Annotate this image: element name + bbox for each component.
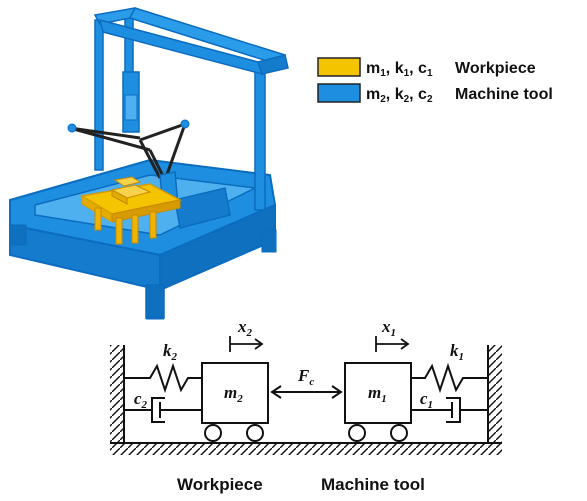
mass-m2-block [201,362,269,424]
damper-c1-label: c1 [420,389,433,411]
wheel [246,424,264,442]
mass-m1-block [344,362,412,424]
cutting-force-label: Fc [297,366,314,388]
parallel-arms [69,122,187,181]
machine-tool-illustration [9,7,289,320]
displacement-x2 [229,336,264,352]
spring-k2 [124,362,202,394]
spring-k1-label: k1 [450,341,464,363]
dynamic-model: m2 m1 k2 c2 k1 c1 [110,317,502,494]
wheel [204,424,222,442]
wheel [390,424,408,442]
legend-label-workpiece: Workpiece [455,60,536,77]
legend-item-workpiece: m1, k1, c1 Workpiece [317,57,536,79]
spring-k1 [411,362,488,394]
displacement-x1-label: x1 [381,317,396,339]
ground-hatch [110,443,502,455]
left-wall-hatch [110,345,124,443]
legend-swatch-yellow [317,57,361,77]
legend-label-machine-tool: Machine tool [455,86,553,103]
legend-swatch-blue [317,83,361,103]
svg-text:m2, k2, c2: m2, k2, c2 [366,86,433,105]
caption-workpiece: Workpiece [177,475,263,494]
mass-m2-label: m2 [224,383,243,405]
workpiece-fixture [79,176,183,245]
post-back-left [94,19,104,171]
mass-m1-label: m1 [368,383,387,405]
wheel [348,424,366,442]
svg-text:m1, k1, c1: m1, k1, c1 [366,60,433,79]
damper-c2 [124,397,202,423]
cutting-force-arrow [270,385,343,399]
leg-right [261,229,277,253]
displacement-x1 [375,336,410,352]
post-back-right [254,64,266,211]
damper-c2-label: c2 [134,389,148,411]
legend: m1, k1, c1 Workpiece m2, k2, c2 Machine … [317,57,553,105]
displacement-x2-label: x2 [237,317,253,339]
leg-front [145,284,165,319]
leg-left [11,224,27,246]
damper-c1 [411,397,488,423]
right-wall-hatch [488,345,502,443]
spring-k2-label: k2 [163,341,178,363]
caption-machine-tool: Machine tool [321,475,425,494]
top-beam-right [257,54,289,75]
legend-item-machine-tool: m2, k2, c2 Machine tool [317,83,553,105]
